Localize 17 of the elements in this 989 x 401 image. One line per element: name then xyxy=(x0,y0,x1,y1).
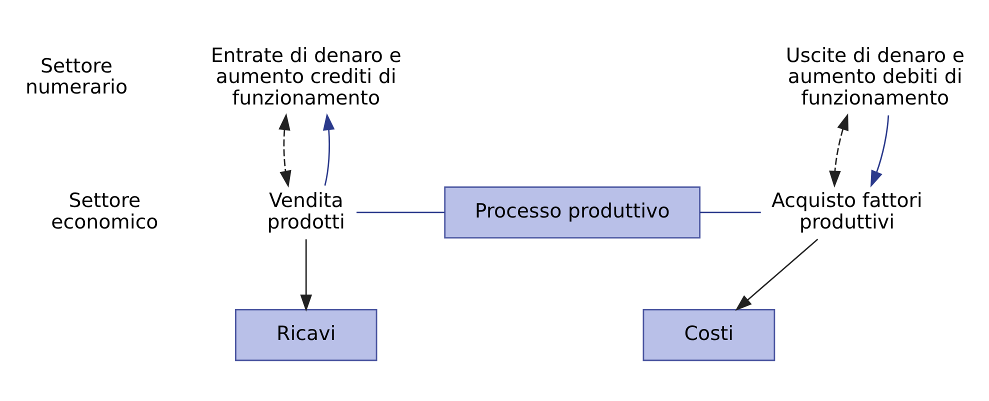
node-text: Vendita prodotti xyxy=(267,189,345,234)
arrow xyxy=(870,115,890,188)
node-box: Processo produttivo xyxy=(444,186,700,239)
arrow xyxy=(322,113,335,186)
node-text: Entrate di denaro e aumento crediti di funzionamento xyxy=(210,44,402,110)
arrow xyxy=(300,239,312,312)
connector xyxy=(700,212,761,214)
arrow xyxy=(735,238,818,311)
node-text: Acquisto fattori produttivi xyxy=(772,189,922,234)
node-text: Uscite di denaro e aumento debiti di funzionamento xyxy=(786,44,964,110)
label: Settore economico xyxy=(51,189,158,234)
connector xyxy=(356,212,445,214)
node-box: Costi xyxy=(642,308,776,362)
arrow xyxy=(278,113,292,188)
label: Settore numerario xyxy=(25,54,128,99)
node-box: Ricavi xyxy=(234,308,378,362)
arrow xyxy=(829,113,848,188)
